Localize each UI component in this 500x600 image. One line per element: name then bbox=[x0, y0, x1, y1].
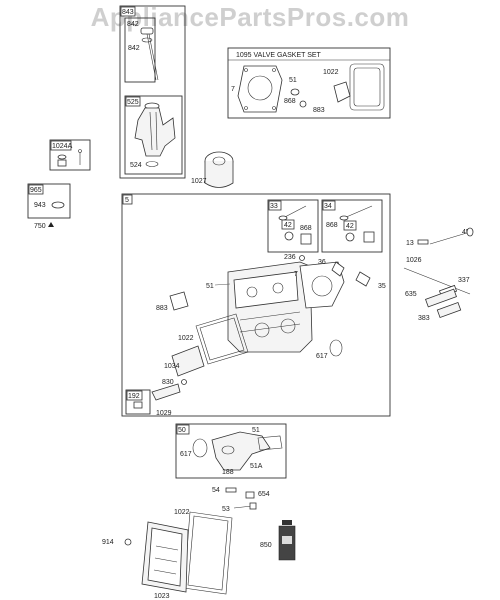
group-label-525: 525 bbox=[127, 99, 139, 106]
part-label-868: 868 bbox=[284, 98, 296, 105]
part-label-1022-lower: 1022 bbox=[174, 509, 190, 516]
part-label-842a: 842 bbox=[127, 21, 139, 28]
part-label-830: 830 bbox=[162, 379, 174, 386]
part-label-1029: 1029 bbox=[156, 410, 172, 417]
lower-small-parts: 54 654 53 bbox=[212, 487, 270, 513]
head-gasket-part bbox=[237, 65, 283, 113]
part-label-1022: 1022 bbox=[323, 69, 339, 76]
part-label-883: 883 bbox=[313, 107, 325, 114]
group-label-965: 965 bbox=[30, 187, 42, 194]
part-label-36: 36 bbox=[318, 259, 326, 266]
valve-cover-gasket-part bbox=[349, 63, 385, 111]
valve-cover-group: 1022 914 1023 bbox=[102, 509, 233, 600]
valve-gasket-set-panel: 1095 VALVE GASKET SET 7 51 1022 868 883 bbox=[227, 47, 391, 119]
cylinder-head-panel: 5 33 42 868 34 868 42 bbox=[121, 193, 391, 417]
part-label-51-head: 51 bbox=[206, 283, 214, 290]
head-gasket-part bbox=[299, 261, 345, 309]
oil-filter-part bbox=[204, 151, 234, 188]
group-label-192: 192 bbox=[128, 393, 140, 400]
right-side-parts: 13 45 1026 337 635 383 bbox=[403, 227, 474, 322]
note-label-750: 750 bbox=[34, 223, 46, 230]
part-label-7: 7 bbox=[231, 86, 235, 93]
dipstick-part bbox=[140, 27, 159, 81]
part-label-654: 654 bbox=[258, 491, 270, 498]
part-label-42-intake: 42 bbox=[284, 222, 292, 229]
part-label-850: 850 bbox=[260, 542, 272, 549]
part-label-236: 236 bbox=[284, 254, 296, 261]
valve-cover-part bbox=[141, 521, 189, 593]
exhaust-valve-part bbox=[339, 205, 373, 221]
intake-valve-part bbox=[278, 205, 307, 221]
part-label-42-exhaust: 42 bbox=[346, 223, 354, 230]
valve-cover-gasket-head bbox=[195, 313, 249, 365]
part-label-1023: 1023 bbox=[154, 593, 170, 600]
part-label-51-intake: 51 bbox=[252, 427, 260, 434]
part-label-51: 51 bbox=[289, 77, 297, 84]
part-label-7-head: 7 bbox=[294, 271, 298, 278]
sealant-850: 850 bbox=[260, 520, 296, 561]
part-label-383: 383 bbox=[418, 315, 430, 322]
part-label-883-head: 883 bbox=[156, 305, 168, 312]
part-label-943: 943 bbox=[34, 202, 46, 209]
group-label-33: 33 bbox=[270, 203, 278, 210]
group-label-50: 50 bbox=[178, 427, 186, 434]
kit-marker-icon bbox=[48, 222, 54, 227]
part-label-868-intake: 868 bbox=[300, 225, 312, 232]
part-label-35: 35 bbox=[378, 283, 386, 290]
intake-50-panel: 50 617 51 188 51A bbox=[175, 423, 287, 479]
oil-fill-tube-part bbox=[134, 102, 176, 167]
part-label-914: 914 bbox=[102, 539, 114, 546]
part-label-524: 524 bbox=[130, 162, 142, 169]
group-label-34: 34 bbox=[324, 203, 332, 210]
part-label-53: 53 bbox=[222, 506, 230, 513]
valve-gasket-set-title: 1095 VALVE GASKET SET bbox=[236, 52, 322, 59]
watermark-text: AppliancePartsPros.com bbox=[90, 2, 410, 32]
group-label-5: 5 bbox=[125, 197, 129, 204]
part-label-13: 13 bbox=[406, 240, 414, 247]
part-label-54: 54 bbox=[212, 487, 220, 494]
intake-manifold-part bbox=[211, 431, 271, 471]
kit-965: 965 943 750 bbox=[27, 183, 71, 230]
part-label-1022-head: 1022 bbox=[178, 335, 194, 342]
part-label-842b: 842 bbox=[128, 45, 140, 52]
part-label-868-exhaust: 868 bbox=[326, 222, 338, 229]
cylinder-head-part bbox=[227, 261, 313, 353]
sealant-cap-icon bbox=[282, 520, 292, 525]
part-label-617: 617 bbox=[316, 353, 328, 360]
part-label-1027: 1027 bbox=[191, 178, 207, 185]
group-label-1024a: 1024A bbox=[52, 143, 73, 150]
part-label-45: 45 bbox=[462, 229, 470, 236]
part-label-1026: 1026 bbox=[406, 257, 422, 264]
part-label-635: 635 bbox=[405, 291, 417, 298]
part-label-51a: 51A bbox=[250, 463, 263, 470]
part-label-1034: 1034 bbox=[164, 363, 180, 370]
dipstick-tube-panel: 843 842 842 525 524 bbox=[119, 5, 186, 179]
part-label-617-intake: 617 bbox=[180, 451, 192, 458]
filter-kit-1024a: 1024A bbox=[49, 139, 91, 171]
part-label-188: 188 bbox=[222, 469, 234, 476]
group-label-843: 843 bbox=[122, 9, 134, 16]
part-label-337: 337 bbox=[458, 277, 470, 284]
